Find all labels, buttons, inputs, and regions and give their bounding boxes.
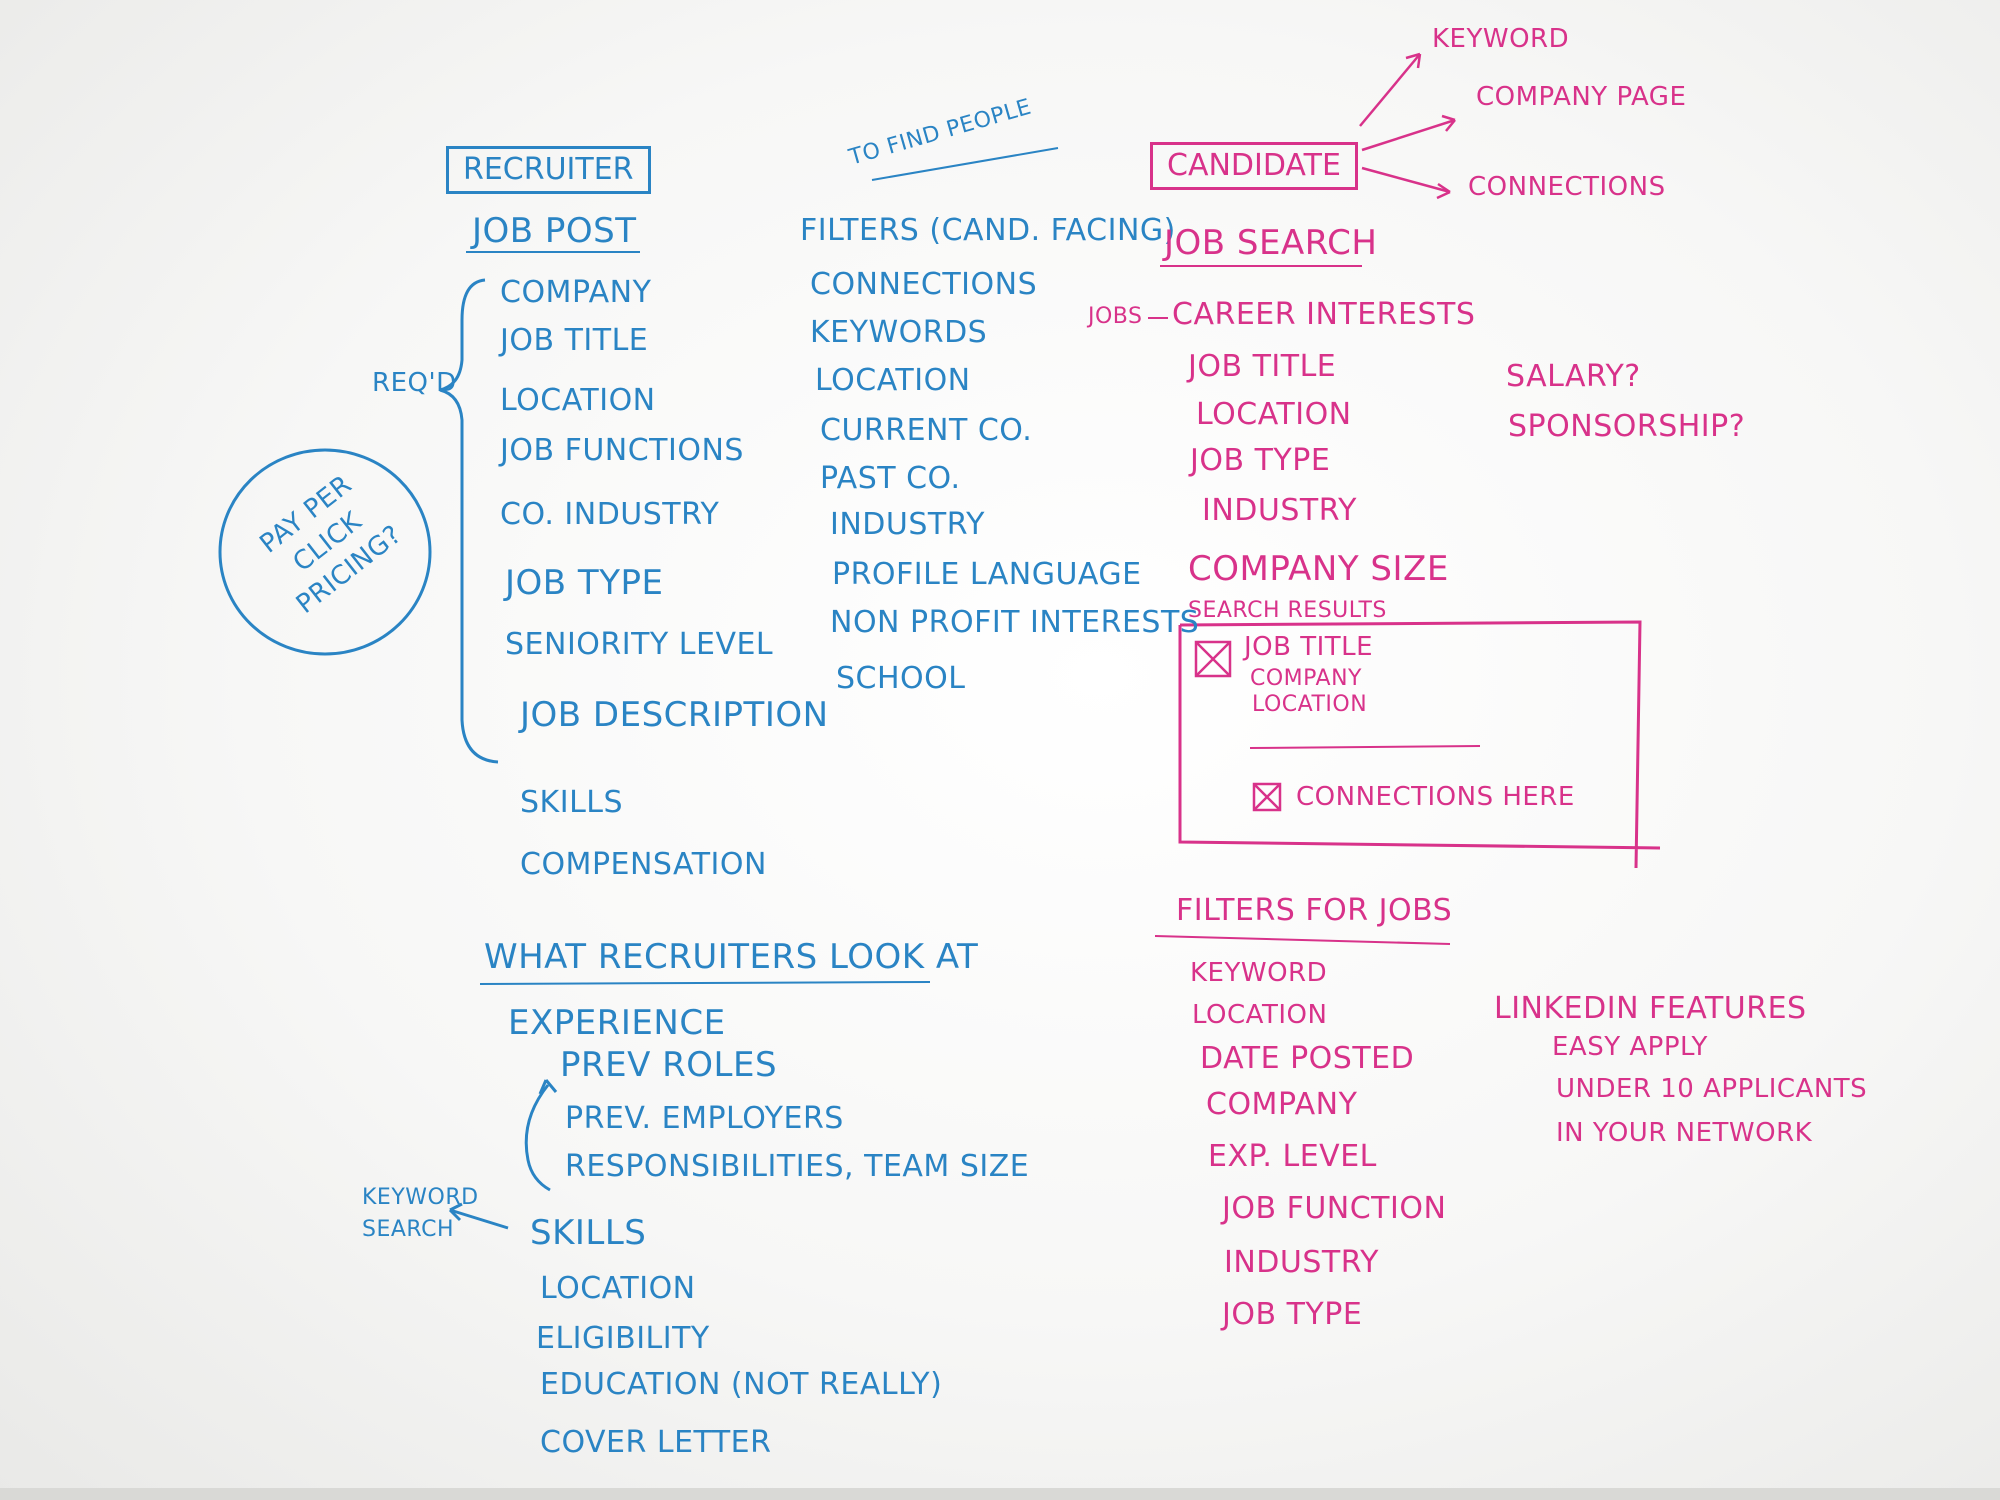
candidate-arrow-company-page <box>1361 118 1456 152</box>
recruiter-look-item: SKILLS <box>530 1213 647 1253</box>
recruiter-title: RECRUITER <box>446 146 651 194</box>
experience-item: EXPERIENCE <box>508 1003 726 1043</box>
job-filter-item: KEYWORD <box>1190 958 1328 988</box>
linkedin-feature-item: EASY APPLY <box>1552 1032 1708 1062</box>
reqd-brace <box>439 278 499 764</box>
career-item: JOB TYPE <box>1190 443 1331 478</box>
job-post-item: JOB FUNCTIONS <box>500 433 744 468</box>
job-post-heading: JOB POST <box>472 211 637 251</box>
to-find-people-note: TO FIND PEOPLE <box>846 94 1035 171</box>
candidate-branch: CONNECTIONS <box>1468 172 1666 202</box>
candidate-arrow-keyword <box>1359 53 1421 127</box>
side-question: SALARY? <box>1506 359 1641 394</box>
linkedin-features-heading: LINKEDIN FEATURES <box>1494 991 1807 1026</box>
reqd-label: REQ'D <box>372 368 457 398</box>
result-job-title: JOB TITLE <box>1244 632 1374 662</box>
candidate-title: CANDIDATE <box>1150 142 1358 190</box>
job-post-optional-item: COMPENSATION <box>520 847 767 882</box>
filter-item: KEYWORDS <box>810 315 988 350</box>
candidate-arrow-connections <box>1361 166 1451 194</box>
filters-heading: FILTERS (CAND. FACING) <box>800 213 1176 248</box>
result-location: LOCATION <box>1252 692 1368 717</box>
search-results-label: SEARCH RESULTS <box>1188 598 1387 623</box>
result-card-divider <box>1249 745 1481 749</box>
candidate-branch: KEYWORD <box>1432 24 1570 54</box>
career-item: JOB TITLE <box>1188 349 1337 384</box>
job-filter-item: INDUSTRY <box>1224 1245 1379 1280</box>
candidate-arrowhead-keyword <box>1405 52 1422 69</box>
job-post-item: JOB TITLE <box>500 323 649 358</box>
filter-item: NON PROFIT INTERESTS <box>830 605 1200 640</box>
recruiter-look-item: LOCATION <box>540 1271 696 1306</box>
side-question: SPONSORSHIP? <box>1508 409 1746 444</box>
job-filter-item: EXP. LEVEL <box>1208 1139 1377 1174</box>
job-filter-item: LOCATION <box>1192 1000 1328 1030</box>
result-company: COMPANY <box>1250 666 1362 691</box>
job-post-item: CO. INDUSTRY <box>500 497 720 532</box>
job-image-placeholder-icon <box>1194 640 1232 678</box>
filter-item: CONNECTIONS <box>810 267 1038 302</box>
job-filter-item: JOB TYPE <box>1222 1297 1363 1332</box>
experience-sub-item: PREV ROLES <box>560 1045 778 1085</box>
job-post-optional-item: SKILLS <box>520 785 624 820</box>
filter-item: SCHOOL <box>836 661 966 696</box>
career-item: INDUSTRY <box>1202 493 1357 528</box>
linkedin-feature-item: UNDER 10 APPLICANTS <box>1556 1074 1868 1104</box>
job-post-item: SENIORITY LEVEL <box>505 627 774 662</box>
filter-item: LOCATION <box>815 363 971 398</box>
keyword-search-note: KEYWORD SEARCH <box>362 1185 479 1242</box>
whiteboard-frame-edge <box>0 1488 2000 1500</box>
job-post-item: JOB TYPE <box>505 563 664 603</box>
filter-item: INDUSTRY <box>830 507 985 542</box>
linkedin-feature-item: IN YOUR NETWORK <box>1556 1118 1813 1148</box>
candidate-branch: COMPANY PAGE <box>1476 82 1687 112</box>
pricing-note: PAY PER CLICK PRICING? <box>254 469 408 621</box>
filters-for-jobs-heading: FILTERS FOR JOBS <box>1176 893 1453 928</box>
candidate-arrowhead-connections <box>1436 182 1451 200</box>
recruiter-look-item: COVER LETTER <box>540 1425 772 1460</box>
connections-placeholder-icon <box>1252 782 1282 812</box>
filters-for-jobs-underline <box>1154 935 1451 945</box>
what-recruiters-underline <box>479 981 931 985</box>
experience-bracket <box>524 1084 551 1192</box>
candidate-arrowhead-company-page <box>1441 114 1456 132</box>
experience-sub-item: PREV. EMPLOYERS <box>565 1101 844 1136</box>
result-connections: CONNECTIONS HERE <box>1296 782 1575 812</box>
filter-item: PAST CO. <box>820 461 961 496</box>
what-recruiters-heading: WHAT RECRUITERS LOOK AT <box>484 937 979 977</box>
filter-item: PROFILE LANGUAGE <box>832 557 1142 592</box>
career-item: COMPANY SIZE <box>1188 549 1449 589</box>
job-post-item: LOCATION <box>500 383 656 418</box>
job-post-item: JOB DESCRIPTION <box>520 695 829 735</box>
recruiter-look-item: EDUCATION (NOT REALLY) <box>540 1367 943 1402</box>
job-post-item: COMPANY <box>500 275 652 310</box>
job-filter-item: JOB FUNCTION <box>1222 1191 1447 1226</box>
experience-bracket-arrowhead <box>538 1079 558 1095</box>
career-item: LOCATION <box>1196 397 1352 432</box>
recruiter-look-item: ELIGIBILITY <box>536 1321 710 1356</box>
jobs-label: JOBS <box>1088 304 1143 329</box>
job-filter-item: COMPANY <box>1206 1087 1358 1122</box>
experience-sub-item: RESPONSIBILITIES, TEAM SIZE <box>565 1149 1030 1184</box>
career-interests-label: CAREER INTERESTS <box>1172 297 1476 332</box>
filter-item: CURRENT CO. <box>820 413 1033 448</box>
job-filter-item: DATE POSTED <box>1200 1041 1415 1076</box>
job-search-heading: JOB SEARCH <box>1164 223 1378 263</box>
